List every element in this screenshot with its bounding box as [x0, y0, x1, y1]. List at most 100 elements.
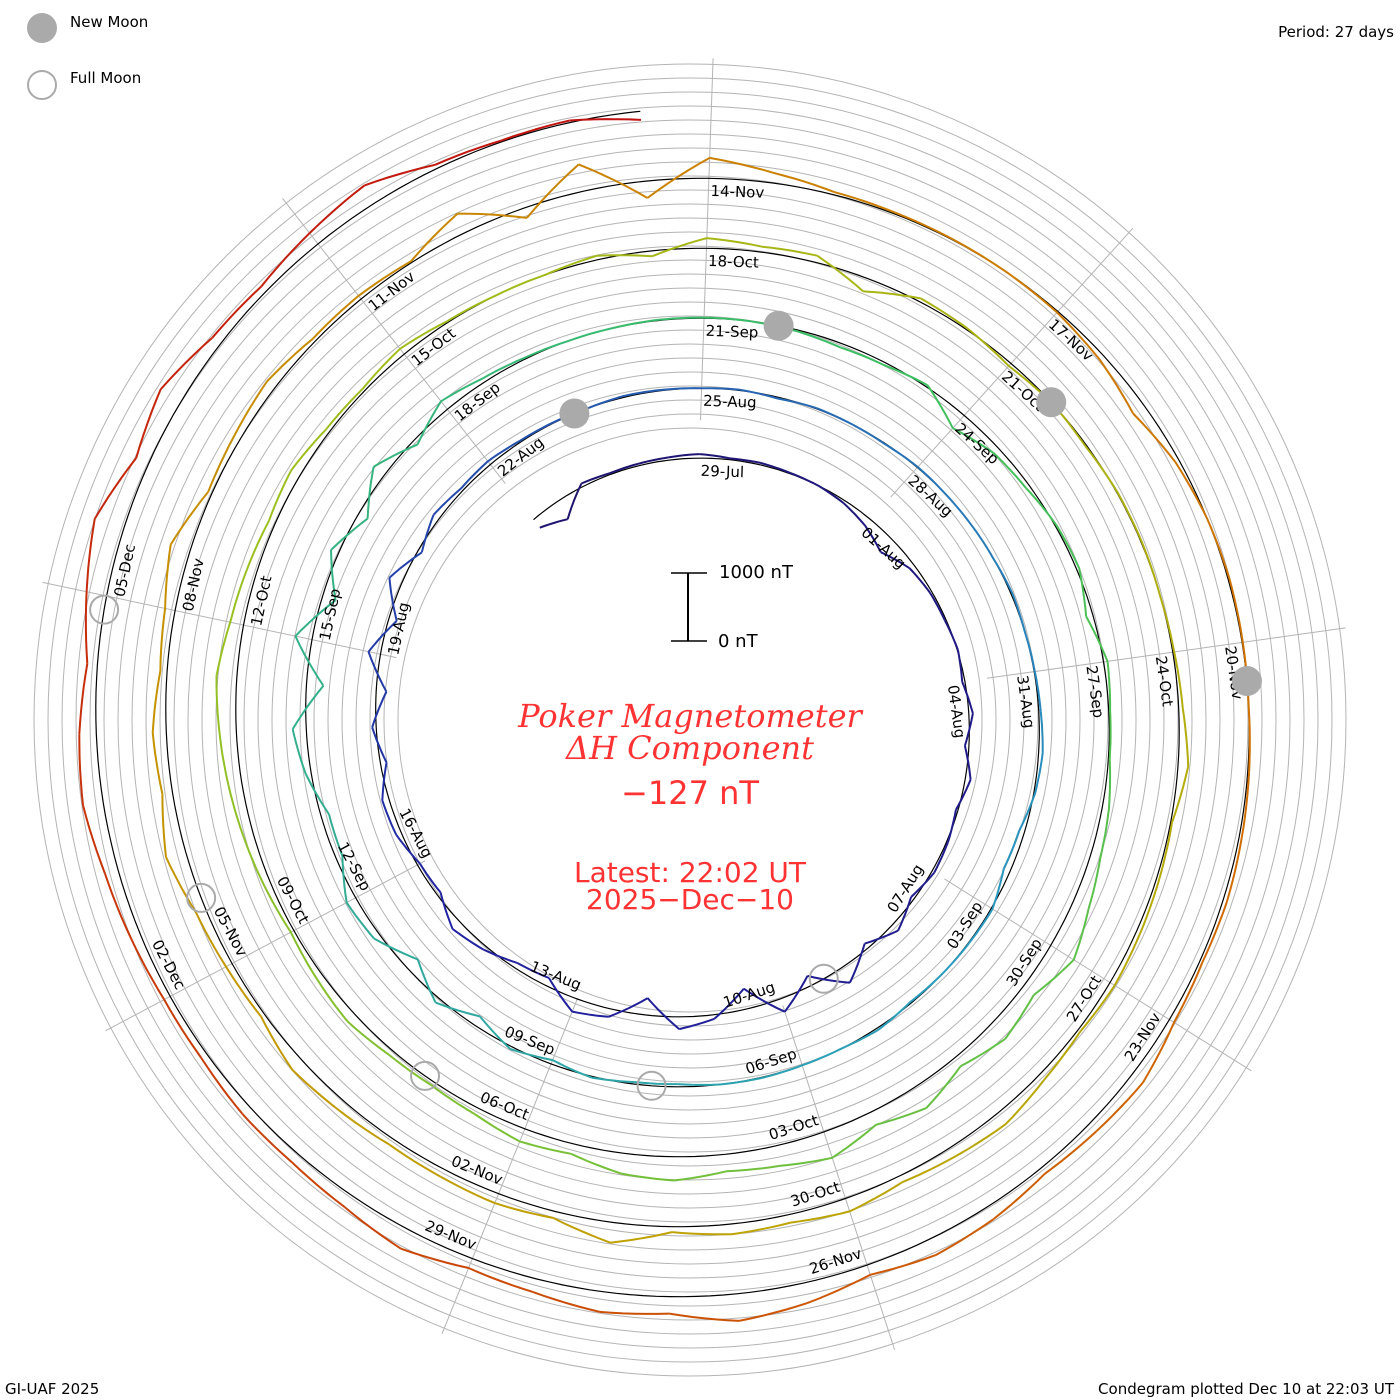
date-label: 29-Jul [700, 462, 744, 482]
data-segment [807, 974, 850, 984]
data-segment [451, 928, 484, 951]
latest-date: 2025−Dec−10 [586, 883, 794, 916]
data-segment [849, 1181, 903, 1213]
new-moon-icon [559, 398, 590, 429]
data-segment [1158, 822, 1173, 879]
data-segment [678, 1017, 715, 1031]
data-segment [955, 779, 972, 811]
data-segment [566, 483, 583, 520]
grid-circle [299, 329, 1081, 1111]
data-segment [817, 484, 845, 504]
grid-spokes [42, 58, 1346, 1350]
date-label: 09-Oct [273, 873, 313, 926]
data-segment [229, 569, 248, 623]
grid-spoke [441, 997, 579, 1334]
date-label: 29-Nov [422, 1217, 479, 1254]
data-segment [1173, 651, 1184, 709]
data-segment [1011, 593, 1026, 633]
data-segment [970, 524, 995, 560]
data-segment [388, 551, 423, 579]
data-segment [1078, 567, 1088, 617]
data-segment [815, 406, 853, 425]
date-label: 11-Nov [365, 267, 419, 314]
data-segment [790, 1210, 850, 1224]
data-segment [572, 1010, 609, 1018]
data-segment [917, 466, 947, 496]
data-segment [291, 1161, 346, 1208]
grid-spoke [782, 1005, 896, 1350]
data-segment [578, 163, 648, 199]
grid-circle [131, 161, 1249, 1279]
data-segment [419, 863, 442, 894]
data-segment [151, 732, 164, 795]
data-segment [439, 1175, 496, 1205]
data-segment [1142, 1022, 1175, 1084]
data-segment [1039, 711, 1044, 753]
data-segment [400, 1247, 469, 1269]
grid-spoke [282, 198, 506, 484]
data-segment [242, 836, 266, 887]
data-segment [761, 245, 818, 257]
date-label: 30-Sep [1003, 935, 1046, 989]
data-segment [233, 380, 268, 436]
data-segment [831, 1124, 877, 1159]
data-segment [381, 762, 388, 801]
data-segment [947, 809, 957, 843]
data-segment [165, 856, 198, 914]
data-segment [218, 730, 230, 786]
data-segment [432, 487, 462, 516]
data-segment [338, 1109, 390, 1146]
data-segment [1174, 461, 1208, 519]
data-segment [381, 800, 398, 836]
grid-spoke [890, 227, 1134, 498]
data-segment [1055, 524, 1081, 569]
data-segment [304, 773, 330, 816]
data-segment [834, 191, 896, 214]
data-segment [266, 337, 314, 383]
data-segment [1171, 766, 1190, 823]
data-segment [992, 558, 1014, 595]
data-segment [952, 427, 995, 454]
data-segment [816, 254, 864, 293]
data-segment [211, 285, 263, 339]
date-label: 19-Aug [384, 601, 413, 657]
data-segment [1139, 878, 1161, 934]
data-segment [1034, 752, 1044, 794]
data-segment [926, 384, 954, 429]
grid-circle [271, 301, 1109, 1139]
new-moon-icon [763, 310, 794, 341]
data-segment [367, 620, 398, 653]
data-segment [130, 937, 166, 1001]
footer-plotted-time: Condegram plotted Dec 10 at 22:03 UT [1098, 1380, 1394, 1398]
data-segment [1113, 932, 1142, 986]
data-segment [773, 171, 836, 194]
data-segment [169, 491, 209, 546]
data-segment [474, 1113, 521, 1143]
new-moon-icon [1036, 387, 1067, 418]
data-segment [796, 330, 841, 349]
data-segment [956, 649, 964, 682]
data-segment [1025, 487, 1058, 526]
data-segment [919, 297, 969, 330]
data-segment [933, 841, 949, 874]
data-segment [82, 805, 106, 874]
data-segment [207, 434, 236, 493]
baseline-spiral [95, 110, 1250, 1298]
data-segment [373, 937, 419, 961]
grid-circle [103, 133, 1277, 1307]
data-segment [78, 663, 89, 735]
grid-circle [145, 175, 1235, 1265]
grid-circle [215, 245, 1165, 1195]
data-segment [963, 745, 972, 780]
grid-circle [257, 287, 1123, 1153]
footer-credit: GI-UAF 2025 [5, 1380, 100, 1398]
data-segment [291, 1069, 340, 1111]
grid-circle [369, 399, 1011, 1041]
full-moon-icon [636, 1070, 667, 1101]
grid-circle [397, 427, 983, 1013]
full-moon-icon [89, 594, 120, 625]
data-segment [159, 608, 167, 671]
data-segment [416, 959, 437, 1004]
scale-bottom-label: 0 nT [718, 631, 758, 652]
data-segment [992, 452, 1027, 489]
